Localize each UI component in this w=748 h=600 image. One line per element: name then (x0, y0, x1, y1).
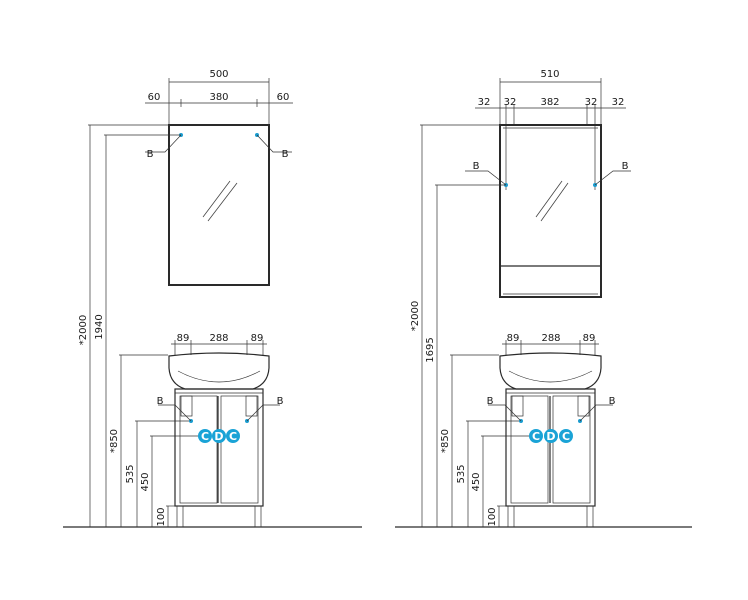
right-door-right (552, 395, 591, 504)
left-pipe-d (212, 429, 226, 443)
left-vanity-cabinet (174, 388, 264, 507)
left-leg (176, 505, 184, 528)
right-leg (586, 505, 594, 528)
right-mirror-part: 32 (504, 97, 517, 108)
right-drawing: 510 32 32 382 32 32 B B *2000 1695 *850 (395, 69, 692, 528)
left-door-left (179, 395, 218, 504)
left-pipe-c-label: C (229, 430, 237, 443)
left-pipe-c-label: C (201, 430, 209, 443)
right-pipe-d-label: D (546, 430, 555, 443)
left-leg-height: 100 (156, 507, 167, 526)
right-mirror-part: 32 (478, 97, 491, 108)
left-mirror-side-right: 60 (277, 92, 290, 103)
left-pipe-c (226, 429, 240, 443)
right-mirror-height: 1695 (425, 337, 436, 362)
left-label-b: B (277, 396, 284, 407)
left-door-right (220, 395, 259, 504)
right-water-height: 450 (471, 472, 482, 491)
right-vanity-cabinet (505, 388, 596, 507)
right-pipe-c-label: C (562, 430, 570, 443)
right-mirror-part: 32 (612, 97, 625, 108)
left-mirror-height: 1940 (94, 314, 105, 339)
right-pipe-c (559, 429, 573, 443)
left-label-b: B (147, 149, 154, 160)
right-leg-height: 100 (487, 507, 498, 526)
right-pipe-d (544, 429, 558, 443)
left-total-height: *2000 (78, 315, 89, 345)
right-basin-side-right: 89 (583, 333, 596, 344)
left-mirror-width: 500 (209, 69, 228, 80)
left-leg (254, 505, 262, 528)
right-mirror-inner: 382 (540, 97, 559, 108)
right-pipe-height: 535 (456, 464, 467, 483)
left-mirror-inner: 380 (209, 92, 228, 103)
right-basin-side-left: 89 (507, 333, 520, 344)
left-drawing: 500 60 380 60 B B *2000 1940 *850 535 (63, 69, 362, 528)
left-pipe-c (198, 429, 212, 443)
right-pipe-c (529, 429, 543, 443)
right-mirror-glint (535, 180, 563, 218)
right-basin-center: 288 (541, 333, 560, 344)
left-basin-center: 288 (209, 333, 228, 344)
left-basin-side-right: 89 (251, 333, 264, 344)
right-label-b: B (609, 396, 616, 407)
right-leg (507, 505, 515, 528)
left-basin-side-left: 89 (177, 333, 190, 344)
left-pipe-height: 535 (125, 464, 136, 483)
right-mirror-cabinet (499, 124, 602, 298)
left-mirror (168, 124, 270, 286)
left-label-b: B (157, 396, 164, 407)
right-pipe-c-label: C (532, 430, 540, 443)
left-mirror-glint (202, 180, 231, 218)
right-door-left (510, 395, 549, 504)
right-total-height: *2000 (410, 301, 421, 331)
right-mirror-width: 510 (540, 69, 559, 80)
right-mirror-part: 32 (585, 97, 598, 108)
left-basin (168, 352, 270, 390)
left-vanity-height: *850 (109, 429, 120, 453)
left-mirror-side-left: 60 (148, 92, 161, 103)
right-label-b: B (487, 396, 494, 407)
right-label-b: B (473, 161, 480, 172)
right-label-b: B (622, 161, 629, 172)
left-label-b: B (282, 149, 289, 160)
left-water-height: 450 (140, 472, 151, 491)
right-basin (499, 352, 602, 390)
left-pipe-d-label: D (214, 430, 223, 443)
right-vanity-height: *850 (440, 429, 451, 453)
